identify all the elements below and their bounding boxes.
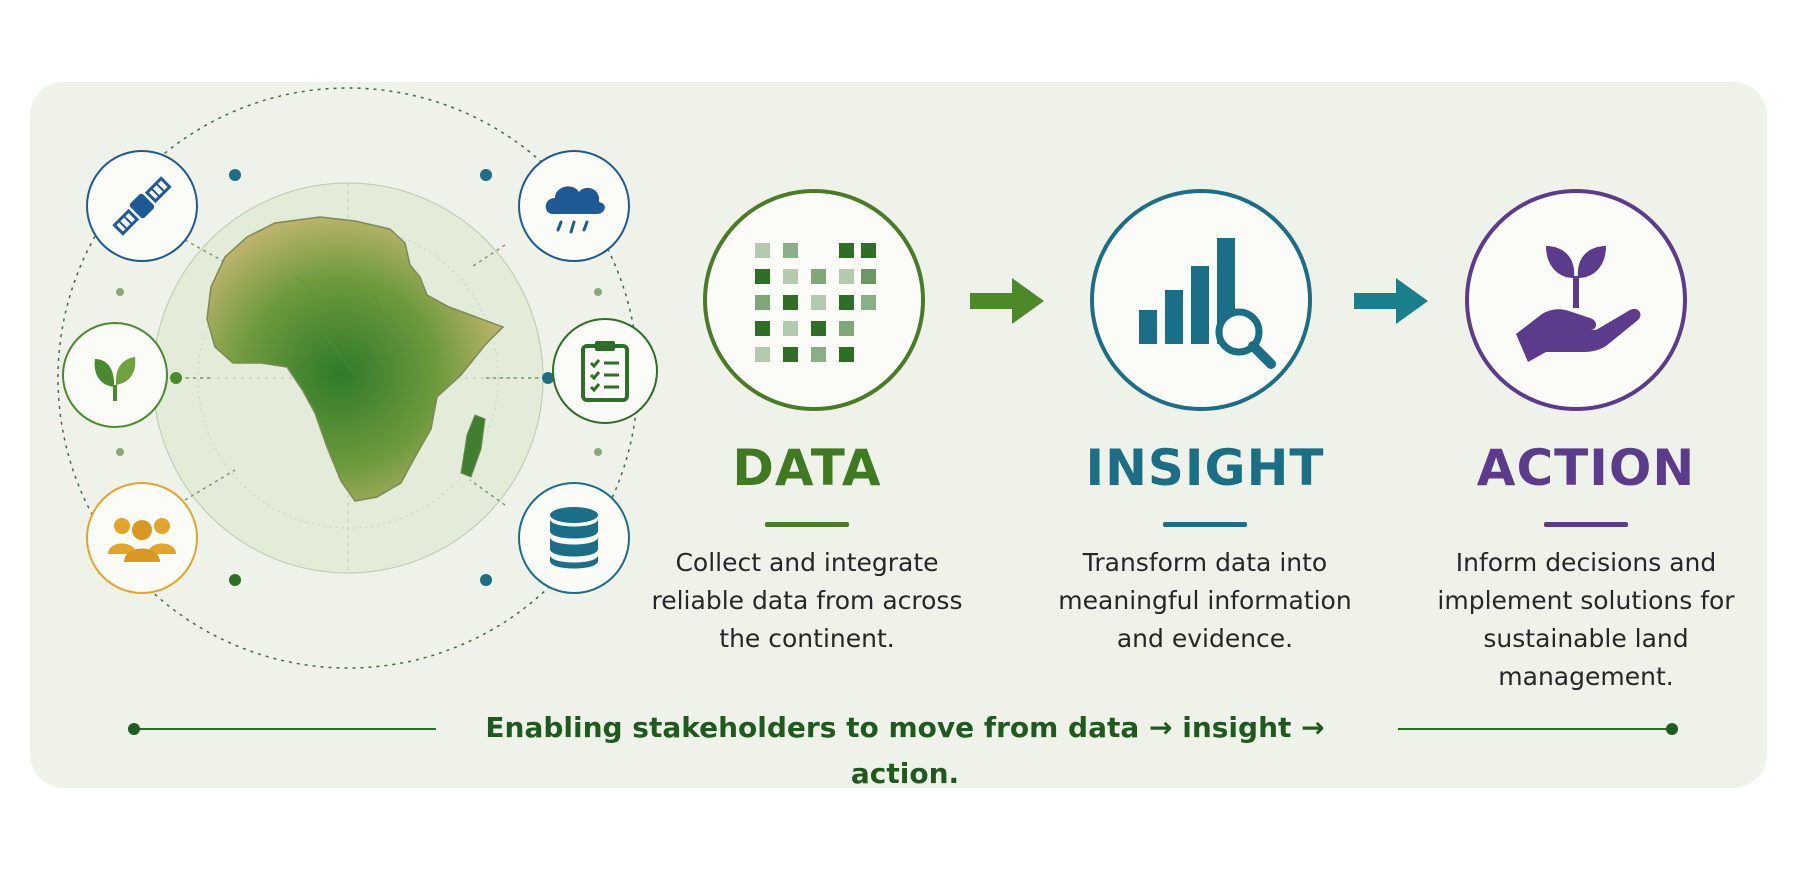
data-stage: DATA Collect and integrate reliable data… — [617, 438, 997, 658]
hand-sprout-icon — [1516, 246, 1641, 362]
leaf-node — [62, 322, 168, 428]
action-stage-circle — [1465, 189, 1687, 411]
connector-database — [469, 479, 506, 506]
connector-people — [184, 469, 236, 501]
ring-node — [480, 574, 492, 586]
data-stage-description: Collect and integrate reliable data from… — [651, 548, 963, 653]
insight-stage-underline — [1163, 522, 1247, 527]
tagline-dot-left — [128, 723, 140, 735]
tagline-dot-right — [1666, 723, 1678, 735]
data-grid-icon — [755, 243, 876, 362]
bar-chart-magnifier-icon — [1139, 238, 1276, 369]
database-icon — [550, 507, 598, 569]
action-stage-underline — [1544, 522, 1628, 527]
insight-stage-circle — [1090, 189, 1312, 411]
ring-node — [594, 448, 602, 456]
ring-node — [116, 448, 124, 456]
ring-node — [116, 288, 124, 296]
ring-node — [594, 288, 602, 296]
arrow-right-icon — [1354, 278, 1428, 324]
insight-stage: INSIGHT Transform data into meaningful i… — [1015, 438, 1395, 658]
tagline-rule-right — [1398, 728, 1670, 730]
people-icon — [108, 518, 176, 562]
data-stage-underline — [765, 522, 849, 527]
people-node — [86, 482, 198, 594]
satellite-icon — [112, 176, 172, 236]
tagline: Enabling stakeholders to move from data … — [485, 711, 1325, 790]
ring-node — [170, 372, 182, 384]
insight-stage-title: INSIGHT — [1085, 439, 1325, 497]
data-stage-title: DATA — [732, 439, 882, 497]
satellite-node — [86, 150, 198, 262]
ring-node — [480, 169, 492, 181]
action-stage: ACTION Inform decisions and implement so… — [1396, 438, 1776, 696]
database-node — [518, 482, 630, 594]
data-stage-circle — [703, 189, 925, 411]
leaf-icon — [94, 357, 136, 401]
clipboard-checklist-icon — [581, 341, 629, 402]
insight-stage-description: Transform data into meaningful informati… — [1058, 548, 1352, 653]
tagline-rule-left — [134, 728, 436, 730]
ring-node — [229, 169, 241, 181]
africa-map-icon — [206, 216, 505, 502]
action-stage-title: ACTION — [1476, 439, 1696, 497]
ring-node — [229, 574, 241, 586]
clipboard-node — [552, 318, 658, 424]
action-stage-description: Inform decisions and implement solutions… — [1437, 548, 1735, 691]
arrow-right-icon — [970, 278, 1044, 324]
cloud-rain-node — [518, 150, 630, 262]
cloud-rain-icon — [545, 186, 605, 234]
ring-node — [542, 372, 554, 384]
